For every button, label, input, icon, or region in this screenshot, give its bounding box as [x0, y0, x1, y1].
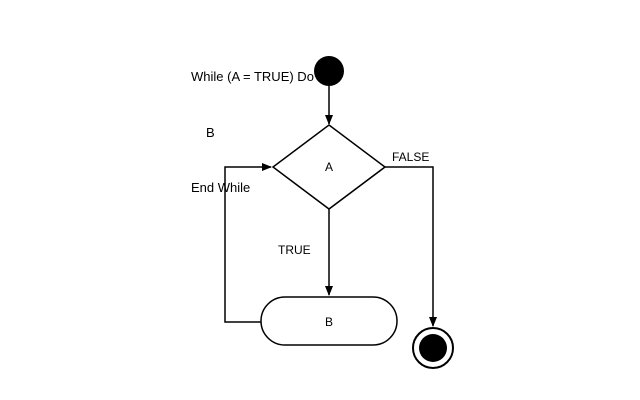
true-label: TRUE [278, 243, 311, 257]
pseudocode-block: While (A = TRUE) Do B End While [191, 31, 391, 216]
edge-loop-back [224, 163, 272, 323]
pseudocode-line-while: While (A = TRUE) Do [191, 69, 314, 84]
final-node-core [419, 334, 447, 362]
decision-label: A [325, 160, 333, 174]
action-node [260, 296, 398, 346]
pseudocode-line-body: B [206, 124, 215, 140]
pseudocode-line-end: End While [191, 180, 251, 195]
initial-node [314, 56, 344, 86]
edge-false [385, 166, 437, 327]
false-label: FALSE [392, 150, 429, 164]
action-label: B [325, 315, 333, 329]
